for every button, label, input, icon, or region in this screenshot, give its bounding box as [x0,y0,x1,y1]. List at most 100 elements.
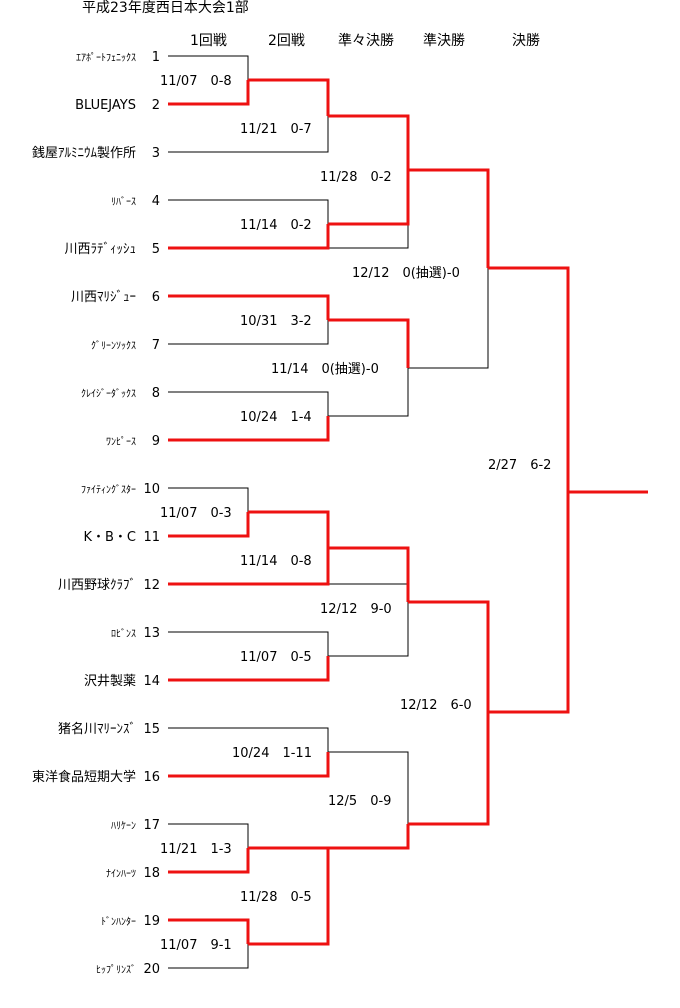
team-seed: 14 [143,674,160,689]
team-name: ﾄﾞﾝﾊﾝﾀｰ [101,916,136,928]
round-header-semifinal: 準決勝 [423,33,465,49]
winner-path [168,294,330,320]
bracket-line [168,391,329,416]
bracket-line [488,492,569,713]
team-seed: 15 [143,722,160,737]
team-seed: 6 [152,290,160,305]
match-result: 11/21 1-3 [160,842,232,857]
team-name: BLUEJAYS [75,98,136,113]
bracket-line [408,601,489,712]
winner-path [408,168,490,268]
team-name: 銭屋ｱﾙﾐﾆｳﾑ製作所 [32,146,136,161]
winner-path [168,848,250,874]
team-name: ｸﾞﾘｰﾝｿｯｸｽ [91,340,136,352]
team-seed: 7 [152,338,160,353]
team-name: 猪名川ﾏﾘｰﾝｽﾞ [58,721,136,737]
winner-path [168,918,250,944]
match-result-final: 2/27 6-2 [488,458,551,473]
bracket-line [168,55,249,80]
winner-path [488,266,648,494]
match-result: 12/5 0-9 [328,794,391,809]
bracket-line [168,944,249,969]
winner-path [168,512,250,538]
match-result: 10/24 1-11 [232,746,312,761]
team-seed: 2 [152,98,160,113]
bracket-line [408,268,489,369]
match-result: 10/31 3-2 [240,314,312,329]
match-result: 11/07 0-5 [240,650,312,665]
winner-paths [168,78,648,946]
winner-path [168,548,330,586]
winner-path [328,546,410,602]
team-seed: 13 [143,626,160,641]
winner-path [248,510,330,548]
winner-path [408,600,490,712]
winner-path [328,318,410,368]
team-seed: 8 [152,386,160,401]
team-name: 川西野球ｸﾗﾌﾞ [58,578,136,593]
team-name: ﾊﾘｹｰﾝ [111,820,136,832]
match-result: 12/12 0(抽選)-0 [352,266,460,281]
team-name: ﾛﾋﾞﾝｽ [111,628,136,640]
team-seed: 9 [152,434,160,449]
team-seed: 12 [143,578,160,593]
round-header-1: 1回戦 [190,33,227,49]
team-seed: 18 [143,866,160,881]
round-header-quarterfinal: 準々決勝 [338,33,394,49]
team-name: 沢井製薬 [84,674,136,689]
bracket-line [328,368,409,417]
team-seed: 19 [143,914,160,929]
match-result: 11/28 0-5 [240,890,312,905]
match-result: 11/21 0-7 [240,122,312,137]
bracket-line [328,224,409,249]
round-header-final: 決勝 [512,33,540,49]
bracket-line [168,487,249,512]
match-result: 12/12 9-0 [320,602,392,617]
team-seed: 11 [143,530,160,545]
match-result: 11/14 0(抽選)-0 [271,362,379,377]
match-result: 11/28 0-2 [320,170,392,185]
bracket-line [168,116,329,153]
match-result: 11/07 9-1 [160,938,232,953]
match-result: 10/24 1-4 [240,410,312,425]
team-seed: 1 [152,50,160,65]
page-title: 平成23年度西日本大会1部 [82,0,249,16]
winner-path [328,170,410,226]
winner-path [408,712,490,826]
bracket-line [168,631,329,656]
team-name: ｸﾚｲｼﾞｰﾀﾞｯｸｽ [81,388,136,400]
team-name: ﾌｧｲﾃｨﾝｸﾞｽﾀｰ [81,484,136,496]
winner-path [328,114,410,170]
winner-path [168,656,330,682]
team-name: ﾘﾊﾞｰｽ [111,196,136,208]
winner-path [248,78,330,116]
bracket-line [328,602,409,657]
match-result: 12/12 6-0 [400,698,472,713]
team-name: 川西ﾏﾘｼﾞｭｰ [71,290,136,305]
team-name: 川西ﾗﾃﾞｨｯｼｭ [64,242,136,257]
team-seed: 4 [152,194,160,209]
match-result: 11/07 0-8 [160,74,232,89]
team-name: ﾋｯﾌﾟﾘﾝｽﾞ [96,964,136,976]
winner-path [168,416,330,442]
winner-path [168,752,330,778]
team-name: K・B・C [83,530,136,545]
team-seed: 5 [152,242,160,257]
team-seed: 17 [143,818,160,833]
winner-path [168,80,250,106]
bracket-line [168,320,329,345]
winner-path [328,824,410,850]
match-result: 11/14 0-2 [240,218,312,233]
team-name: ﾜﾝﾋﾟｰｽ [106,436,136,448]
bracket-line [168,199,329,224]
round-header-2: 2回戦 [268,33,305,49]
team-name: ﾅｲﾝﾊｰﾂ [106,868,136,880]
bracket-line [168,823,249,848]
winner-path [248,846,330,896]
winner-path [488,492,570,714]
team-name: 東洋食品短期大学 [32,769,136,785]
match-result: 11/14 0-8 [240,554,312,569]
match-result: 11/07 0-3 [160,506,232,521]
winner-path [168,224,330,250]
